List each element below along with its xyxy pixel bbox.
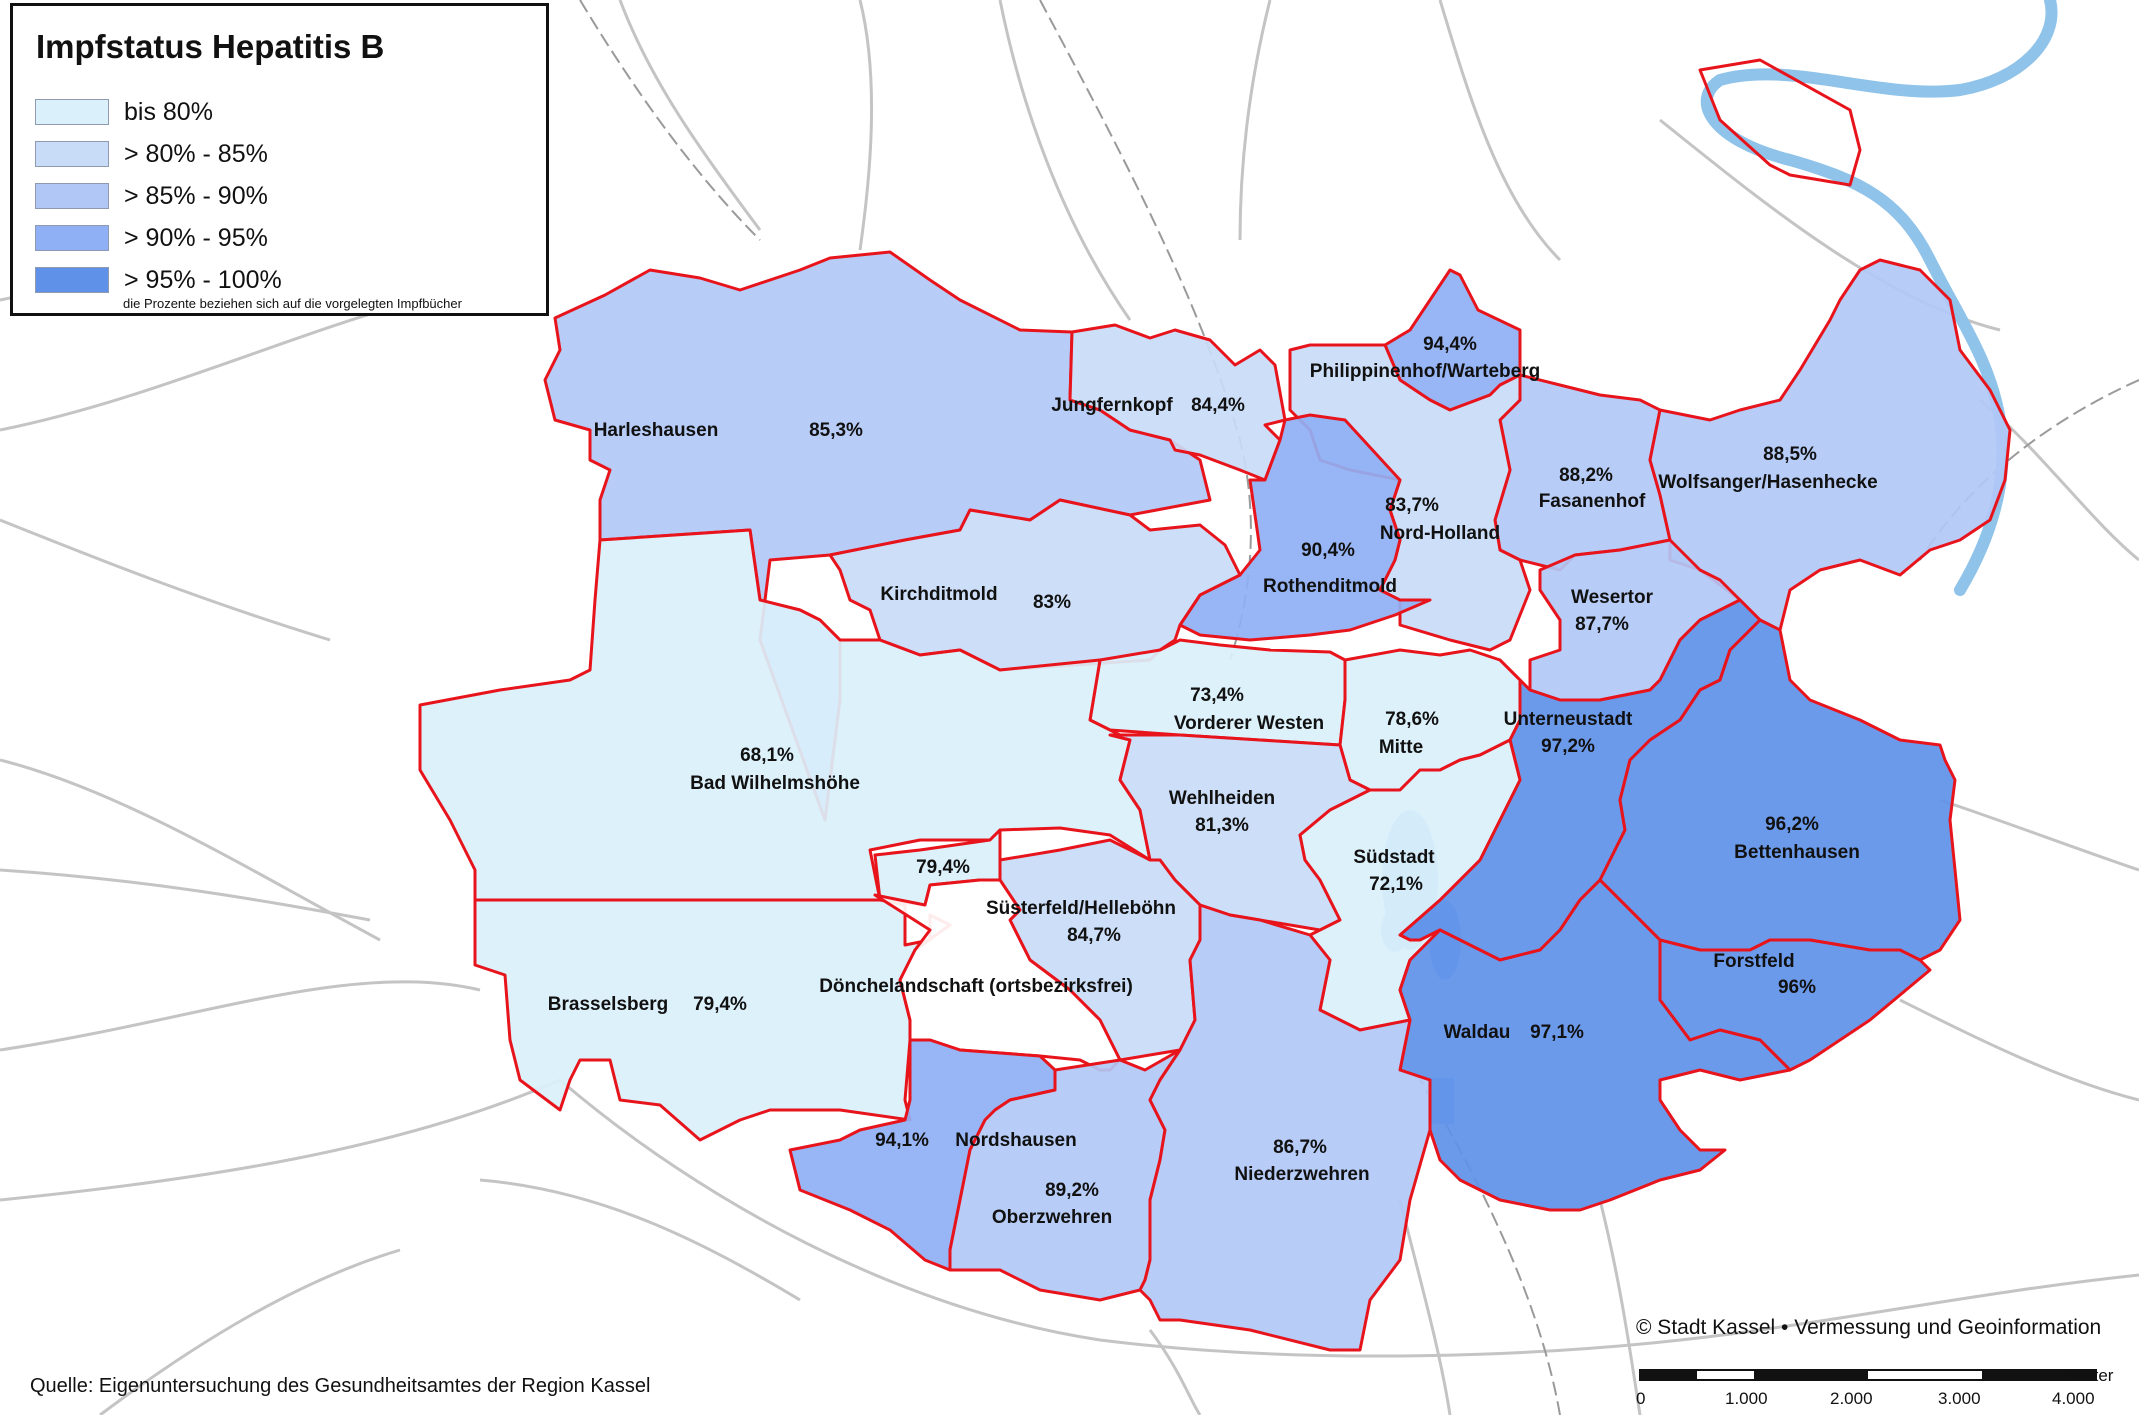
legend-swatch [35, 225, 109, 251]
label-mitte-value: 78,6% [1385, 709, 1439, 730]
legend: Impfstatus Hepatitis B bis 80% > 80% - 8… [10, 3, 549, 316]
district-labels: Harleshausen 85,3% Jungfernkopf 84,4% 94… [548, 334, 1878, 1228]
label-suedstadt-value: 72,1% [1369, 874, 1423, 895]
scale-tick-4000: 4.000 [2052, 1389, 2095, 1408]
label-forstfeld-name: Forstfeld [1713, 951, 1794, 972]
district-brasselsberg[interactable] [473, 898, 952, 1142]
label-fasanenhof-name: Fasanenhof [1539, 491, 1646, 512]
legend-swatch [35, 267, 109, 293]
district-wolfsanger-north[interactable] [1698, 58, 1862, 187]
label-vordererwesten-name: Vorderer Westen [1174, 713, 1324, 734]
label-wesertor-value: 87,7% [1575, 614, 1629, 635]
label-suesterfeld-name: Süsterfeld/Helleböhn [986, 898, 1176, 919]
label-wehlheiden-name: Wehlheiden [1169, 788, 1275, 809]
scale-bar: Meter 0 1.000 2.000 3.000 4.000 [1636, 1366, 2114, 1408]
legend-label: > 85% - 90% [124, 181, 268, 210]
district-waldau[interactable] [1398, 878, 1792, 1212]
legend-item-0: bis 80% [35, 96, 213, 128]
label-vordererwesten-value: 73,4% [1190, 685, 1244, 706]
legend-title: Impfstatus Hepatitis B [36, 28, 385, 65]
label-fasanenhof-value: 88,2% [1559, 465, 1613, 486]
label-unterneustadt-name: Unterneustadt [1504, 709, 1633, 730]
label-small-district-value: 79,4% [916, 857, 970, 878]
scale-bar-segment [1754, 1370, 1868, 1380]
scale-tick-3000: 3.000 [1938, 1389, 1981, 1408]
legend-swatch [35, 99, 109, 125]
scale-bar-segment [1982, 1370, 2096, 1380]
label-rothenditmold-name: Rothenditmold [1263, 576, 1397, 597]
legend-item-4: > 95% - 100% [35, 264, 282, 296]
label-niederzwehren-name: Niederzwehren [1234, 1164, 1369, 1185]
label-wolfsanger-name: Wolfsanger/Hasenhecke [1658, 472, 1877, 493]
legend-item-2: > 85% - 90% [35, 180, 268, 212]
label-waldau-name: Waldau [1444, 1022, 1511, 1043]
label-suedstadt-name: Südstadt [1353, 847, 1435, 868]
legend-swatch [35, 183, 109, 209]
label-mitte-name: Mitte [1379, 737, 1423, 758]
label-wolfsanger-value: 88,5% [1763, 444, 1817, 465]
label-oberzwehren-name: Oberzwehren [992, 1207, 1112, 1228]
label-jungfernkopf-name: Jungfernkopf [1051, 395, 1173, 416]
label-badwilhelmshoehe-value: 68,1% [740, 745, 794, 766]
scale-tick-1000: 1.000 [1725, 1389, 1768, 1408]
label-philippinenhof-name: Philippinenhof/Warteberg [1310, 361, 1540, 382]
legend-label: > 90% - 95% [124, 223, 268, 252]
label-waldau-value: 97,1% [1530, 1022, 1584, 1043]
legend-note: die Prozente beziehen sich auf die vorge… [123, 296, 462, 311]
label-bettenhausen-value: 96,2% [1765, 814, 1819, 835]
legend-label: bis 80% [124, 97, 213, 126]
district-layer [418, 58, 2012, 1352]
legend-swatch [35, 141, 109, 167]
scale-tick-2000: 2.000 [1830, 1389, 1873, 1408]
label-harleshausen-name: Harleshausen [594, 420, 719, 441]
label-brasselsberg-value: 79,4% [693, 994, 747, 1015]
label-kirchditmold-value: 83% [1033, 592, 1071, 613]
label-nordshausen-value: 94,1% [875, 1130, 929, 1151]
label-rothenditmold-value: 90,4% [1301, 540, 1355, 561]
copyright: © Stadt Kassel • Vermessung und Geoinfor… [1636, 1316, 2102, 1339]
label-badwilhelmshoehe-name: Bad Wilhelmshöhe [690, 773, 860, 794]
label-philippinenhof-value: 94,4% [1423, 334, 1477, 355]
scale-unit: Meter [2070, 1366, 2114, 1385]
label-forstfeld-value: 96% [1778, 977, 1816, 998]
label-nordholland-name: Nord-Holland [1380, 523, 1500, 544]
label-kirchditmold-name: Kirchditmold [880, 584, 997, 605]
district-niederzwehren[interactable] [1138, 903, 1432, 1352]
label-harleshausen-value: 85,3% [809, 420, 863, 441]
district-jungfernkopf[interactable] [1068, 323, 1287, 482]
label-nordholland-value: 83,7% [1385, 495, 1439, 516]
label-jungfernkopf-value: 84,4% [1191, 395, 1245, 416]
label-brasselsberg-name: Brasselsberg [548, 994, 668, 1015]
label-wehlheiden-value: 81,3% [1195, 815, 1249, 836]
district-kirchditmold[interactable] [828, 498, 1242, 672]
legend-item-3: > 90% - 95% [35, 222, 268, 254]
legend-label: > 80% - 85% [124, 139, 268, 168]
source-note: Quelle: Eigenuntersuchung des Gesundheit… [30, 1375, 651, 1397]
label-wesertor-name: Wesertor [1571, 587, 1654, 608]
label-doenchelandschaft-name: Dönchelandschaft (ortsbezirksfrei) [819, 976, 1133, 997]
label-bettenhausen-name: Bettenhausen [1734, 842, 1860, 863]
scale-bar-segment [1640, 1370, 1697, 1380]
district-rothenditmold[interactable] [1178, 413, 1432, 642]
legend-item-1: > 80% - 85% [35, 138, 268, 170]
label-oberzwehren-value: 89,2% [1045, 1180, 1099, 1201]
label-suesterfeld-value: 84,7% [1067, 925, 1121, 946]
label-niederzwehren-value: 86,7% [1273, 1137, 1327, 1158]
legend-label: > 95% - 100% [124, 265, 282, 294]
label-nordshausen-name: Nordshausen [955, 1130, 1076, 1151]
scale-tick-0: 0 [1636, 1389, 1645, 1408]
label-unterneustadt-value: 97,2% [1541, 736, 1595, 757]
